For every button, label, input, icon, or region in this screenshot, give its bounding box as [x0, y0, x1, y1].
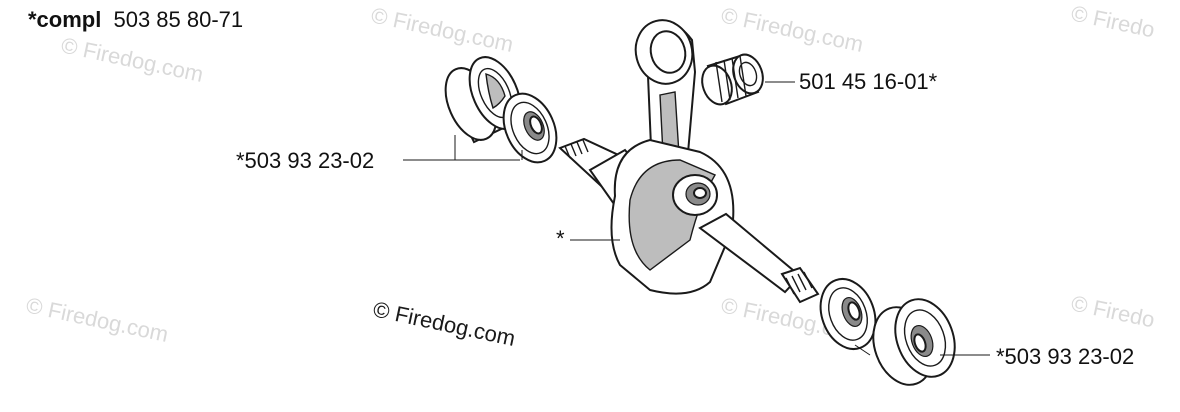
assembly-part-number: 503 85 80-71 [113, 7, 243, 32]
assembly-title: *compl 503 85 80-71 [28, 7, 243, 32]
watermark-top-left: © Firedog.com [59, 32, 206, 87]
leader-lines [403, 81, 990, 356]
needle-bearing [701, 53, 764, 106]
callout-crankshaft: * [556, 226, 565, 251]
callout-left-bearings: *503 93 23-02 [236, 148, 374, 173]
watermark-bottom-left: © Firedog.com [24, 292, 171, 347]
callout-needle-bearing: 501 45 16-01* [799, 69, 938, 94]
watermark-bottom-right: © Firedo [1069, 290, 1157, 332]
callout-right-bearings: *503 93 23-02 [996, 344, 1134, 369]
left-outer-bearing [444, 56, 522, 144]
crank-web [610, 138, 735, 295]
watermark-top-edge: © Firedo [1069, 0, 1157, 42]
left-inner-bearing [502, 92, 558, 164]
watermark-top-center: © Firedog.com [369, 2, 516, 57]
right-inner-bearing [819, 278, 877, 350]
crankshaft-right-stub [698, 212, 820, 304]
right-outer-bearing [872, 298, 956, 386]
watermark-top-right: © Firedog.com [719, 2, 866, 57]
copyright-credit: © Firedog.com [371, 296, 518, 351]
assembly-title-prefix: *compl [28, 7, 101, 32]
